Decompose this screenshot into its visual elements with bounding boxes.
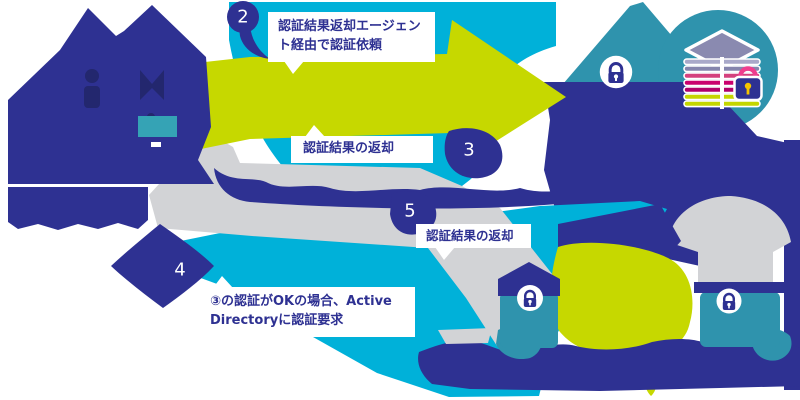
callout-auth-result-return-1: 認証結果の返却 <box>291 125 433 163</box>
navy-right-edge <box>784 140 800 390</box>
badge-shackle <box>738 66 758 78</box>
callout-tail <box>305 125 325 137</box>
step-2-badge <box>227 1 259 33</box>
step-3-badge <box>444 128 503 179</box>
callout-auth-request-via-agent: 認証結果返却エージェン ト経由で認証依頼 <box>268 12 435 74</box>
gray-bottom-patch <box>438 328 492 344</box>
server-body-left <box>500 292 558 348</box>
step-4-badge <box>111 224 214 308</box>
badge-keyhole <box>744 82 752 90</box>
navy-wavy-strip <box>214 168 558 209</box>
lock-shackle <box>608 62 624 73</box>
lock-icon <box>716 288 742 314</box>
lock-keyhole-stem <box>728 305 730 309</box>
monitor-icon-mark <box>140 70 164 100</box>
callout-line: 認証結果返却エージェン <box>278 19 421 34</box>
lock-icon <box>599 55 633 89</box>
lock-keyhole <box>613 74 619 79</box>
step-5-badge <box>390 191 437 235</box>
navy-bottom-band <box>418 339 800 391</box>
callout-line: ③の認証がOKの場合、Active <box>210 294 392 309</box>
user-icon-body <box>84 86 100 108</box>
lock-keyhole <box>528 299 532 304</box>
navy-label-bar <box>8 187 148 230</box>
lock-circle <box>599 55 633 89</box>
lock-keyhole <box>727 302 731 307</box>
lock-keyhole-stem <box>614 77 618 81</box>
callout-line: 認証結果の返却 <box>303 141 395 156</box>
callout-tail <box>284 60 304 74</box>
lime-down-arrow <box>550 242 693 396</box>
gray-down-arrow <box>668 196 791 284</box>
step-number-4: 4 <box>174 259 186 281</box>
lock-keyhole-stem <box>529 302 531 306</box>
screen-stand <box>151 142 161 147</box>
screen-rect <box>138 116 177 137</box>
stack-split <box>720 57 724 109</box>
callout-tail <box>435 247 455 261</box>
step-number-3: 3 <box>463 139 475 161</box>
callout-ad-auth-request: ③の認証がOKの場合、Active Directoryに認証要求 <box>200 276 415 337</box>
step-2-tail <box>239 24 270 59</box>
callout-tail <box>213 276 233 288</box>
user-icon <box>85 69 99 83</box>
stack-lock-badge <box>733 66 763 102</box>
navy-cloud-left <box>8 5 214 184</box>
step-number-2: 2 <box>237 6 249 28</box>
lock-shackle <box>723 292 735 302</box>
secured-data-stack-icon <box>683 29 763 109</box>
callout-auth-result-return-2: 認証結果の返却 <box>416 224 531 261</box>
lock-icon <box>517 285 543 311</box>
server-band-right <box>694 282 786 293</box>
callout-line: Directoryに認証要求 <box>210 312 344 328</box>
lock-shackle <box>524 289 536 299</box>
step-number-5: 5 <box>404 200 416 222</box>
callout-line: 認証結果の返却 <box>426 228 514 243</box>
callout-line: ト経由で認証依頼 <box>278 37 383 53</box>
badge-keyhole-stem <box>746 88 750 95</box>
